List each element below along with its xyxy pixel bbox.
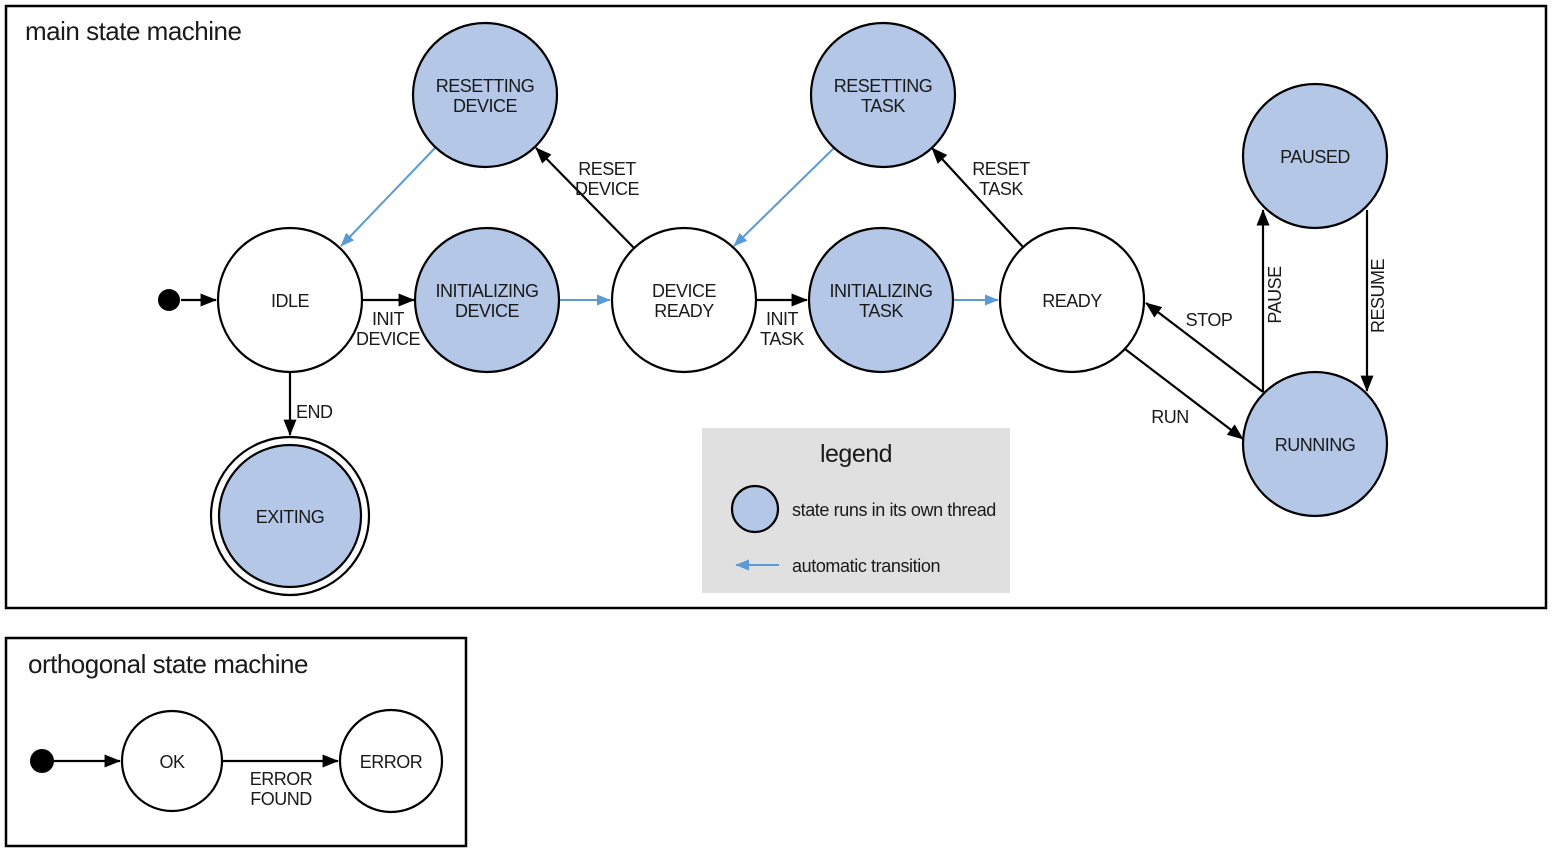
state-circle: [216, 226, 364, 374]
transition-auto-resetting-task-to-device-ready: [733, 147, 835, 247]
transition-line: [535, 147, 635, 249]
transition-line: [1145, 302, 1264, 393]
state-circle: [1241, 370, 1389, 518]
state-label: RUNNING: [1275, 435, 1356, 455]
state-error: ERROR: [338, 708, 444, 814]
state-circle: [120, 709, 224, 813]
state-circle: [1241, 82, 1389, 230]
automatic-transition-line: [733, 147, 835, 247]
state-circle: [809, 21, 957, 169]
state-label: IDLE: [271, 291, 310, 311]
legend-item-automatic-transition: automatic transition: [735, 556, 940, 576]
transition-pause: PAUSE: [1256, 209, 1285, 392]
transition-label: PAUSE: [1265, 266, 1285, 324]
state-running: RUNNING: [1241, 370, 1389, 518]
transition-line: [1124, 348, 1244, 440]
transition-line: [931, 147, 1024, 248]
transition-stop: STOP: [1145, 302, 1264, 393]
state-label: READY: [1042, 291, 1102, 311]
state-circle: [998, 226, 1146, 374]
state-paused: PAUSED: [1241, 82, 1389, 230]
state-exiting: EXITING: [209, 435, 371, 597]
state-ready: READY: [998, 226, 1146, 374]
initial-state-dot: [158, 289, 180, 311]
state-label: OK: [159, 752, 185, 772]
legend-item-thread-state: state runs in its own thread: [730, 484, 996, 534]
transition-resume: RESUME: [1360, 210, 1388, 392]
state-circle: [338, 708, 444, 814]
transition-auto-resetting-device-to-idle: [340, 147, 436, 247]
transition-label: RUN: [1151, 407, 1189, 427]
automatic-transition-line: [340, 147, 436, 247]
state-circle: [217, 443, 363, 589]
state-label: PAUSED: [1280, 147, 1350, 167]
state-label: ERROR: [360, 752, 423, 772]
initial-state-dot: [30, 749, 54, 773]
legend-item-text: state runs in its own thread: [792, 500, 996, 520]
state-label: EXITING: [256, 507, 325, 527]
orthogonal-machine-title: orthogonal state machine: [28, 649, 308, 679]
state-circle: [807, 226, 955, 374]
state-idle: IDLE: [216, 226, 364, 374]
transition-end: END: [283, 372, 334, 436]
transition-run: RUN: [1124, 348, 1244, 440]
state-circle: [610, 226, 758, 374]
legend: legend state runs in its own thread automa…: [702, 428, 1010, 593]
transition-label: END: [296, 402, 333, 422]
transition-label: RESUME: [1368, 259, 1388, 334]
state-ok: OK: [120, 709, 224, 813]
state-circle: [413, 226, 561, 374]
state-circle: [411, 21, 559, 169]
threaded-state-swatch-icon: [730, 484, 780, 534]
legend-item-text: automatic transition: [792, 556, 940, 576]
transition-label: STOP: [1186, 310, 1233, 330]
main-machine-title: main state machine: [25, 16, 241, 46]
legend-title: legend: [820, 440, 892, 468]
